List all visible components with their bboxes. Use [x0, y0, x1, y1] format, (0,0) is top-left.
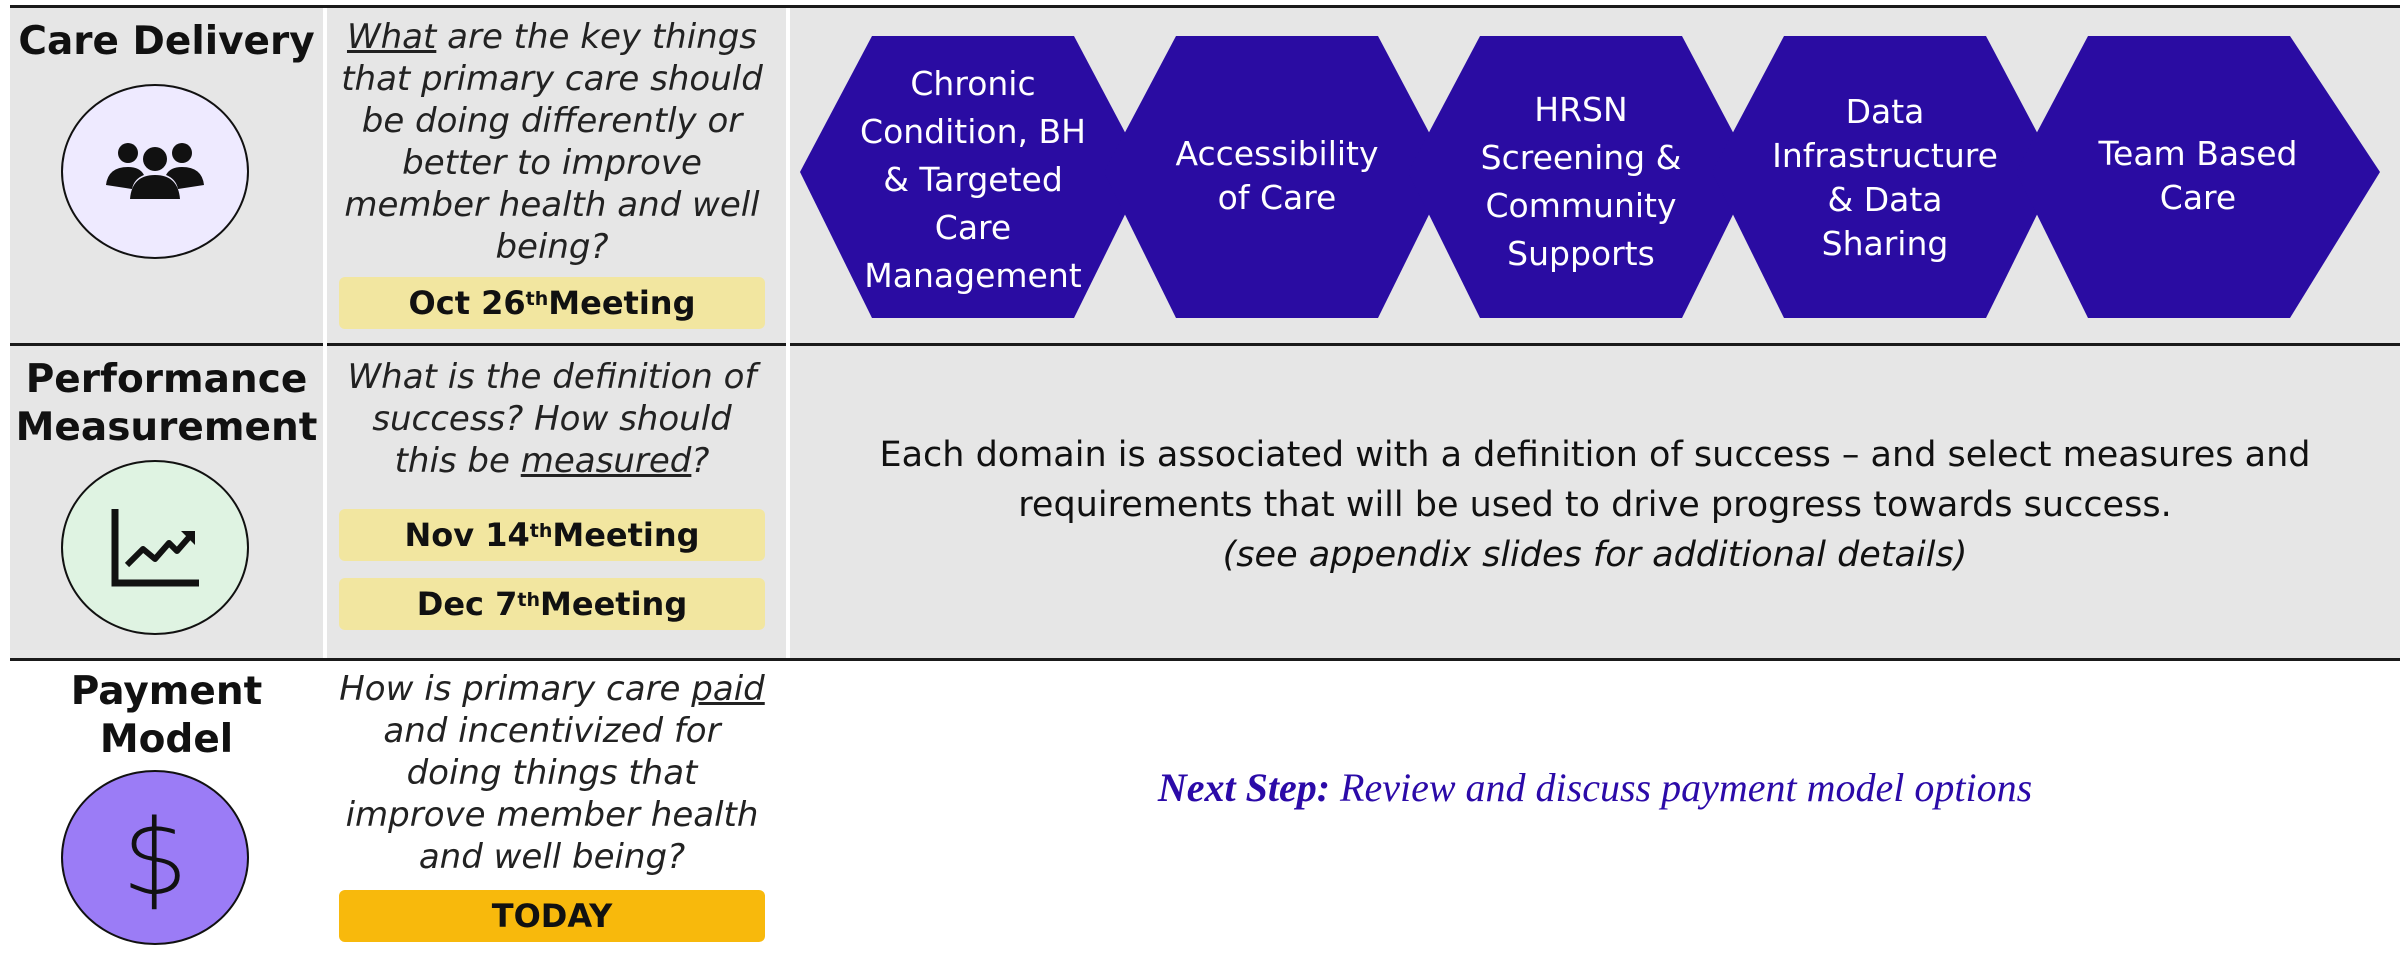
care-delivery-question: What are the key things that primary car… [336, 16, 768, 268]
domain-text-line: Condition, BH [860, 112, 1086, 151]
domain-hexagon-1 [800, 36, 1146, 318]
divider-1 [10, 343, 2400, 346]
meeting-date: Oct 26 [408, 284, 526, 322]
column-divider-2 [786, 8, 790, 658]
performance-question-text: What is the definition of success? How s… [347, 357, 757, 481]
meeting-date: Nov 14 [404, 516, 530, 554]
domain-text-line: Data [1845, 92, 1925, 131]
payment-title-line2: Model [99, 717, 234, 762]
domain-text-line: Chronic [910, 64, 1036, 103]
today-label: TODAY [491, 897, 613, 935]
performance-title-line2: Measurement [15, 405, 318, 450]
performance-circle [61, 460, 249, 635]
payment-question-text: How is primary care [339, 669, 692, 709]
meeting-word: Meeting [540, 585, 688, 623]
domain-text-line: HRSN [1534, 90, 1628, 129]
domain-text-line: Management [864, 256, 1082, 295]
column-divider-1 [323, 8, 327, 658]
dollar-sign-icon: $ [121, 796, 189, 919]
performance-question: What is the definition of success? How s… [336, 356, 768, 482]
domain-chronic-condition: Chronic Condition, BH & Targeted Care Ma… [853, 60, 1093, 300]
meeting-word: Meeting [548, 284, 696, 322]
domain-hexagon-2 [1104, 36, 1450, 318]
care-question-underlined: What [346, 17, 437, 57]
care-domains: Chronic Condition, BH & Targeted Care Ma… [800, 32, 2390, 324]
payment-question: How is primary care paid and incentivize… [336, 668, 768, 878]
people-group-icon [106, 142, 204, 199]
domain-text-line: Infrastructure [1772, 136, 1998, 175]
meeting-date: Dec 7 [416, 585, 518, 623]
domain-text-line: Supports [1507, 234, 1655, 273]
domain-team-based-care: Team Based Care [2078, 132, 2318, 220]
description-line2: requirements that will be used to drive … [1018, 485, 2172, 525]
performance-question-end: ? [691, 441, 710, 481]
domain-text-line: Screening & [1480, 138, 1682, 177]
domain-text-line: Care [934, 208, 1012, 247]
domain-text-line: Care [2159, 178, 2237, 217]
appendix-note: (see appendix slides for additional deta… [1222, 535, 1968, 575]
care-question-text: are the key things that primary care sho… [341, 17, 763, 267]
performance-question-underlined: measured [520, 441, 692, 481]
next-step-text: Next Step: Review and discuss payment mo… [800, 764, 2390, 811]
care-delivery-circle [61, 84, 249, 259]
payment-model-label: Payment Model [10, 668, 323, 764]
performance-measurement-label: Performance Measurement [10, 356, 323, 452]
domain-hexagon-5 [2016, 36, 2380, 318]
top-divider [10, 5, 2400, 8]
domain-data-infrastructure: Data Infrastructure & Data Sharing [1765, 90, 2005, 266]
trend-chart-icon [111, 508, 199, 586]
domain-hexagons [800, 36, 2380, 318]
domain-text-line: Team Based [2098, 134, 2298, 173]
domain-text-line: Sharing [1821, 224, 1949, 263]
meeting-word: Meeting [552, 516, 700, 554]
payment-title-line1: Payment [70, 669, 263, 714]
meeting-date-suffix: th [517, 589, 541, 611]
care-delivery-title: Care Delivery [18, 19, 315, 64]
domain-hrsn: HRSN Screening & Community Supports [1461, 86, 1701, 278]
payment-question-underlined: paid [691, 669, 765, 709]
domain-accessibility: Accessibility of Care [1157, 132, 1397, 220]
today-badge: TODAY [339, 890, 765, 942]
domain-text-line: of Care [1217, 178, 1337, 217]
domain-hexagon-3 [1408, 36, 1754, 318]
domain-text-line: & Targeted [883, 160, 1063, 199]
performance-description: Each domain is associated with a definit… [800, 430, 2390, 580]
payment-circle: $ [61, 770, 249, 945]
description-line1: Each domain is associated with a definit… [879, 435, 2311, 475]
domain-text-line: Community [1485, 186, 1677, 225]
payment-question-end: and incentivized for doing things that i… [345, 711, 759, 877]
performance-title-line1: Performance [25, 357, 308, 402]
care-delivery-label: Care Delivery [10, 18, 323, 66]
next-step-description: Review and discuss payment model options [1330, 765, 2033, 810]
meeting-date-suffix: th [529, 520, 553, 542]
domain-hexagon-4 [1712, 36, 2058, 318]
divider-2 [10, 658, 2400, 661]
next-step-label: Next Step: [1157, 765, 1331, 810]
domain-text-line: Accessibility [1175, 134, 1379, 173]
domain-text-line: & Data [1827, 180, 1943, 219]
meeting-date-suffix: th [525, 288, 549, 310]
